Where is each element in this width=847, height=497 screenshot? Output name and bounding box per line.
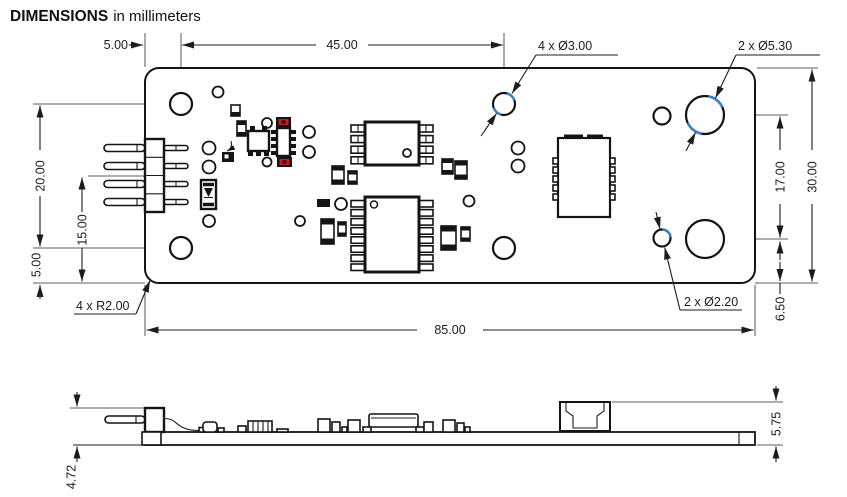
led-red-1 <box>276 117 291 127</box>
callout-small-holes-label: 2 x Ø2.20 <box>684 295 738 309</box>
usb-connector-side <box>559 401 611 432</box>
pin-header <box>103 137 189 214</box>
callout-mount-holes-label: 4 x Ø3.00 <box>538 39 592 53</box>
dim-component-height-label: 5.75 <box>770 412 784 436</box>
polarity-mark <box>222 140 236 162</box>
top-view: 5.00 45.00 4 x Ø3.00 2 x Ø5.30 20.00 15.… <box>30 33 820 337</box>
soic16-ic <box>350 195 434 274</box>
dim-hole-span-label: 45.00 <box>326 38 357 52</box>
dim-right-holes-vertical-label: 17.00 <box>774 161 788 192</box>
callout-large-holes-label: 2 x Ø5.30 <box>738 39 792 53</box>
radio-module <box>552 134 616 219</box>
ridged-part <box>247 420 273 433</box>
dim-board-height-label: 30.00 <box>806 161 820 192</box>
led-red-2 <box>277 157 292 167</box>
soic8-ic <box>350 120 434 167</box>
dim-connector-center-label: 15.00 <box>76 214 90 245</box>
side-dimensions: 4.72 5.75 <box>65 386 784 489</box>
pin-header-side <box>104 406 208 446</box>
soic-side <box>362 413 425 433</box>
dim-right-hole-bottom-label: 6.50 <box>774 297 788 321</box>
dim-pin-drop-label: 4.72 <box>65 465 79 489</box>
passives <box>317 158 471 251</box>
dim-hole-bottom-label: 5.00 <box>30 253 44 277</box>
test-point-pads <box>201 85 526 228</box>
small-components <box>230 104 296 158</box>
sot23-ic <box>246 126 271 156</box>
dim-edge-offset-label: 5.00 <box>104 38 128 52</box>
drill-holes <box>168 91 726 261</box>
diode <box>199 178 218 211</box>
side-components <box>202 401 611 433</box>
dim-holes-vertical-label: 20.00 <box>34 160 48 191</box>
dimensions: 5.00 45.00 4 x Ø3.00 2 x Ø5.30 20.00 15.… <box>30 38 820 337</box>
callout-corner-radius-label: 4 x R2.00 <box>76 299 130 313</box>
side-view: 4.72 5.75 <box>65 386 784 489</box>
pcb-side-profile <box>144 431 756 446</box>
drill-highlight-arcs <box>492 92 724 238</box>
pin1-dot <box>402 148 412 158</box>
dim-board-width-label: 85.00 <box>434 323 465 337</box>
soic8-small-ic <box>271 126 296 158</box>
pin1-dot <box>369 200 379 209</box>
